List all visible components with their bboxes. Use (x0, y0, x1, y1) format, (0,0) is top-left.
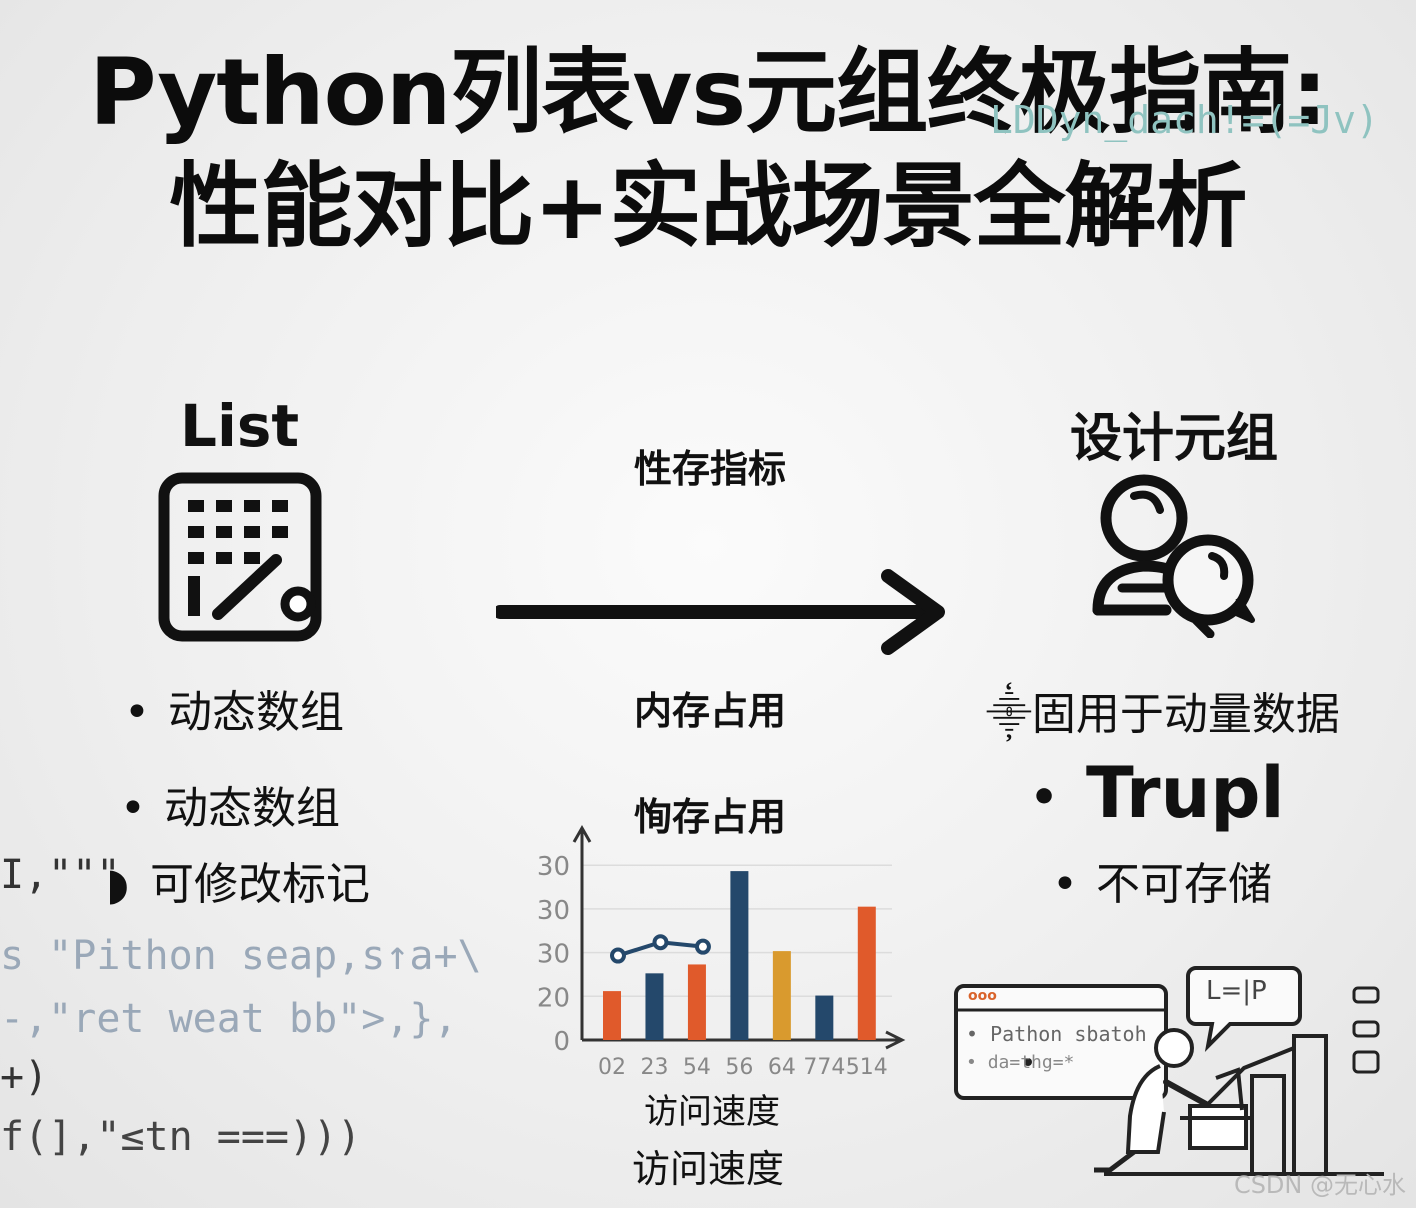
x-tick-label: 774 (803, 1055, 845, 1080)
y-axis-arrow-icon (572, 824, 592, 843)
x-tick-label: 23 (640, 1055, 668, 1080)
background-code-line: -,"ret weat bb">,}, (0, 996, 458, 1042)
chart-bar (772, 951, 791, 1040)
chart-title: 恂存占用 (633, 795, 786, 839)
window-code-line: • Pathon sbatoh (966, 1022, 1147, 1046)
bullet-icon: • (124, 687, 150, 738)
list-heading: List (180, 392, 300, 460)
metric-label-top: 性存指标 (633, 447, 786, 491)
x-axis-arrow-icon (885, 1030, 906, 1050)
x-axis-label-2: 访问速度 (631, 1147, 784, 1191)
background-code-line: +) (0, 1054, 49, 1100)
tuple-heading: 设计元组 (1070, 409, 1279, 469)
y-tick-label: 30 (537, 852, 570, 882)
x-tick-label: 64 (768, 1055, 796, 1080)
chart-bar (687, 964, 706, 1040)
leaf-mark-icon: ⸎ (986, 689, 1032, 740)
y-tick-label: 20 (537, 983, 570, 1013)
list-item: ◗可修改标记 (106, 859, 370, 910)
bullet-icon: • (1052, 859, 1078, 910)
chart-point (610, 947, 626, 964)
chart-bar (730, 871, 749, 1040)
watermark: CSDN @无心水 (1233, 1171, 1406, 1199)
x-tick-label: 514 (846, 1055, 888, 1080)
list-item: ⸎固用于动量数据 (986, 689, 1340, 740)
chart-point (652, 934, 669, 951)
chart-bar (645, 973, 664, 1040)
window-title: ooo (968, 988, 997, 1004)
y-tick-label: 0 (553, 1027, 570, 1057)
page-title-line-1: Python列表vs元组终极指南: (89, 39, 1328, 146)
x-axis-label: 访问速度 (644, 1092, 780, 1132)
background-code-line: f(],"≤tn ===))) (0, 1114, 362, 1160)
x-tick-label: 56 (725, 1055, 753, 1080)
x-tick-label: 54 (683, 1055, 711, 1080)
list-item: •动态数组 (124, 687, 344, 738)
speech-bubble-text: L=|P (1206, 976, 1267, 1006)
background-code-line: I,""" (0, 852, 121, 898)
background-code-line: s "Pithon seap,s↑a+\ (0, 933, 482, 979)
x-tick-label: 02 (598, 1055, 626, 1080)
y-tick-label: 30 (537, 940, 570, 970)
arrow-right-icon (493, 568, 952, 658)
window-code-line: • da=thg=* (966, 1052, 1075, 1073)
chart-bar (603, 991, 621, 1040)
bullet-icon: • (120, 783, 146, 834)
memory-usage-label: 内存占用 (633, 689, 786, 733)
grid-table-pencil-icon (158, 472, 324, 644)
list-item: •动态数组 (120, 783, 340, 834)
chart-bar (815, 995, 834, 1040)
y-tick-label: 30 (537, 896, 570, 926)
bullet-icon: • (1030, 772, 1059, 824)
list-item: • Trupl (1030, 752, 1285, 834)
chart-point (694, 938, 711, 955)
chart-bar (857, 906, 876, 1040)
background-code-top-right: LDDyn_dach!=(=Jv) (990, 98, 1379, 142)
people-chat-icon (1086, 470, 1264, 639)
bullet-icon: ◗ (106, 859, 130, 910)
list-item: •不可存储 (1052, 859, 1272, 910)
trupl-label: Trupl (1086, 752, 1285, 834)
developer-illustration: ooo • Pathon sbatoh • da=thg=* L=|P (954, 958, 1394, 1180)
page-title-line-2: 性能对比+实战场景全解析 (169, 153, 1247, 260)
